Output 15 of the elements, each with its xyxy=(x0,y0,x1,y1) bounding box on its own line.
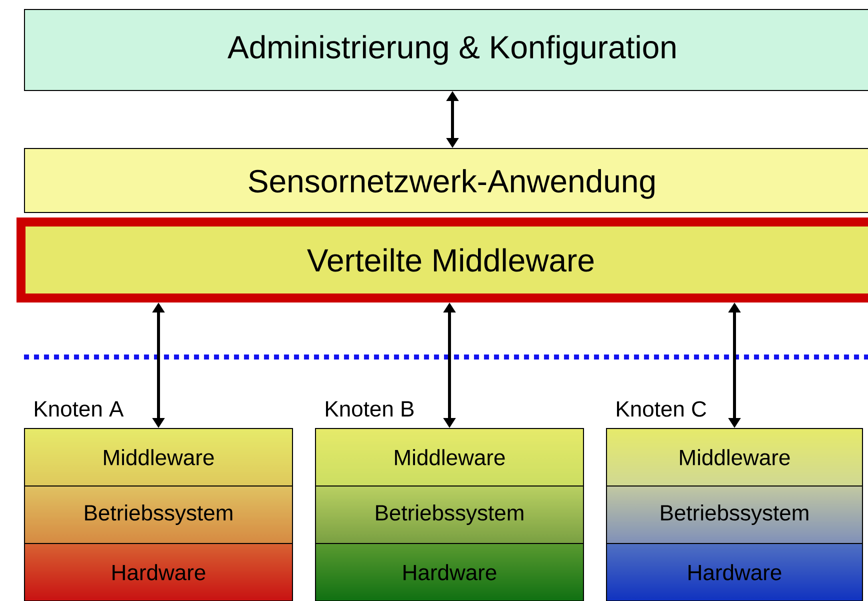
node-label: Knoten A xyxy=(35,401,124,417)
stack-layer: Hardware xyxy=(315,542,584,601)
stack-layer: Hardware xyxy=(606,542,863,601)
layer-box: Sensornetzwerk-Anwendung xyxy=(24,148,868,213)
stack-layer: Betriebssystem xyxy=(606,485,863,544)
stack-layer: Hardware xyxy=(24,542,293,601)
middleware-box: Verteilte Middleware xyxy=(16,217,868,302)
stack-layer: Betriebssystem xyxy=(315,485,584,544)
layer-box: Administrierung & Konfiguration xyxy=(24,9,868,91)
node-label: Knoten C xyxy=(617,401,706,417)
stack-layer: Betriebssystem xyxy=(24,485,293,544)
stack-layer: Middleware xyxy=(606,428,863,486)
stack-layer: Middleware xyxy=(315,428,584,486)
node-label: Knoten B xyxy=(326,401,414,417)
stack-layer: Middleware xyxy=(24,428,293,486)
